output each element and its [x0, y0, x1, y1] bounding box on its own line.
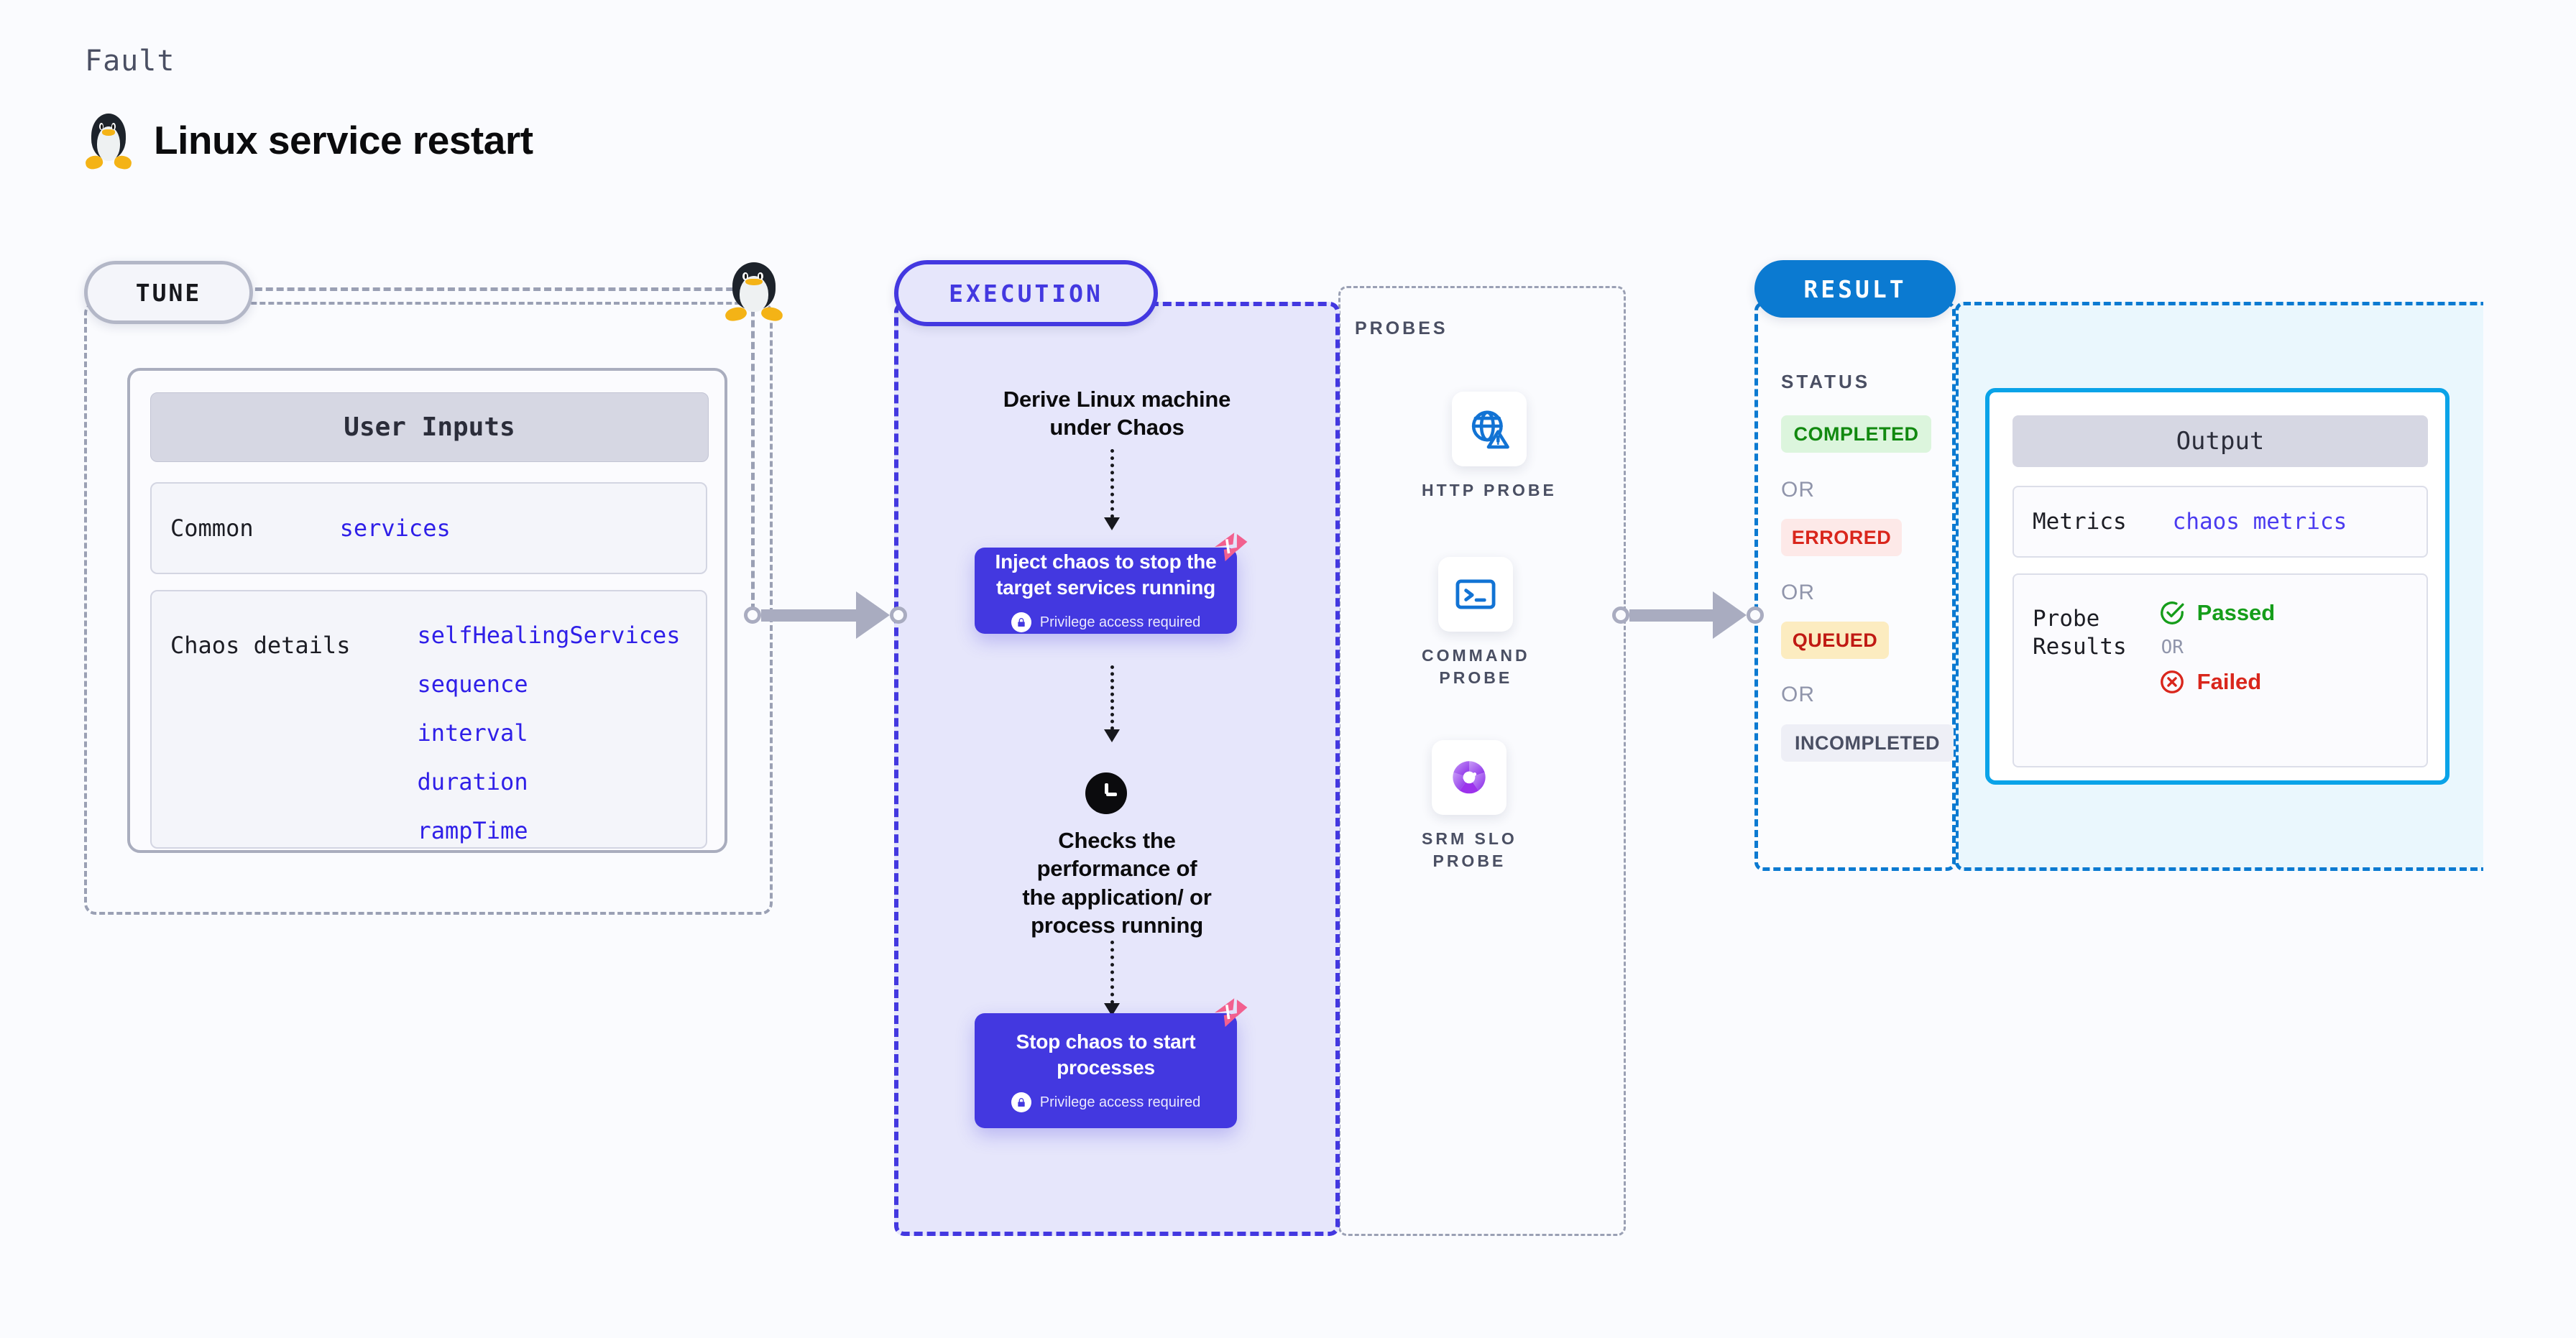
linux-penguin-marker-icon — [724, 260, 784, 323]
execution-card-inject-chaos[interactable]: Inject chaos to stop the target services… — [975, 532, 1248, 634]
probe-label: SRM SLO PROBE — [1422, 829, 1517, 871]
harness-logo-icon — [1215, 532, 1248, 562]
result-status-panel — [1754, 302, 1956, 871]
output-metrics-value[interactable]: chaos metrics — [2172, 509, 2347, 535]
tune-dashed-connector — [244, 287, 755, 291]
probe-srm-slo[interactable]: SRM SLO PROBE — [1422, 740, 1517, 872]
derive-line-2: under Chaos — [1049, 415, 1184, 440]
input-row-chaos-details[interactable]: Chaos details selfHealingServices sequen… — [150, 590, 707, 849]
probe-result-values: Passed OR Failed — [2158, 599, 2276, 696]
lock-icon — [1011, 1092, 1031, 1113]
connector-arrowhead — [1713, 591, 1747, 639]
flow-arrow-3 — [1104, 941, 1120, 1016]
connector-end-dot — [1747, 606, 1764, 624]
execution-card-stop-chaos[interactable]: Stop chaos to start processes Privilege … — [975, 998, 1248, 1128]
probe-http[interactable]: HTTP PROBE — [1422, 392, 1557, 502]
output-row-probe-results: Probe Results Passed OR Failed — [2012, 573, 2428, 767]
terminal-icon — [1438, 557, 1514, 632]
x-circle-icon — [2160, 670, 2184, 693]
execution-step-derive: Derive Linux machine under Chaos — [937, 385, 1297, 442]
output-card: Output Metrics chaos metrics Probe Resul… — [1985, 388, 2450, 785]
probe-result-passed: Passed — [2158, 599, 2275, 627]
connector-start-dot — [744, 606, 761, 624]
execution-step-checks: Checks the performance of the applicatio… — [1022, 828, 1212, 938]
param-ramptime[interactable]: rampTime — [417, 817, 528, 844]
privilege-text: Privilege access required — [1039, 1094, 1201, 1110]
param-selfhealingservices[interactable]: selfHealingServices — [417, 622, 681, 649]
connector-tune-to-execution — [744, 591, 907, 639]
fault-kicker-label: Fault — [85, 45, 175, 78]
probe-result-failed: Failed — [2158, 668, 2276, 696]
user-inputs-title: User Inputs — [150, 392, 709, 462]
linux-penguin-icon — [84, 111, 133, 171]
harness-logo-icon — [1215, 998, 1248, 1028]
globe-warning-icon — [1451, 392, 1527, 466]
execution-stage-badge[interactable]: EXECUTION — [894, 260, 1158, 326]
check-circle-icon — [2160, 601, 2184, 624]
flow-arrow-2 — [1104, 665, 1120, 742]
connector-arrowhead — [856, 591, 890, 639]
output-title: Output — [2012, 415, 2428, 467]
param-services[interactable]: services — [339, 515, 451, 542]
privilege-note: Privilege access required — [1011, 1092, 1201, 1113]
user-inputs-card: User Inputs Common services Chaos detail… — [127, 368, 727, 853]
output-row-key: Probe Results — [2033, 606, 2127, 660]
param-interval[interactable]: interval — [417, 719, 528, 747]
connector-shaft — [761, 609, 857, 622]
status-badge-completed: COMPLETED — [1781, 415, 1931, 453]
result-stage-badge[interactable]: RESULT — [1754, 260, 1956, 318]
connector-start-dot — [1612, 606, 1629, 624]
lock-icon — [1011, 612, 1031, 633]
card-title: Inject chaos to stop the target services… — [995, 550, 1217, 599]
input-row-values: services — [340, 515, 451, 542]
connector-shaft — [1629, 609, 1714, 622]
input-row-values: selfHealingServices sequence interval du… — [417, 622, 680, 866]
status-or-separator: OR — [1781, 581, 1815, 604]
output-row-key: Metrics — [2033, 508, 2127, 535]
probe-label: COMMAND PROBE — [1422, 646, 1530, 688]
input-row-common[interactable]: Common services — [150, 482, 707, 574]
status-badge-queued: QUEUED — [1781, 622, 1889, 659]
output-row-metrics[interactable]: Metrics chaos metrics — [2012, 486, 2428, 558]
page-title-row: Linux service restart — [84, 111, 533, 171]
flow-arrow-1 — [1104, 449, 1120, 530]
derive-line-1: Derive Linux machine — [1003, 387, 1231, 412]
probe-command[interactable]: COMMAND PROBE — [1422, 557, 1530, 689]
status-badge-errored: ERRORED — [1781, 519, 1902, 556]
page-title: Linux service restart — [154, 118, 533, 162]
tune-stage-badge[interactable]: TUNE — [84, 261, 253, 324]
clock-icon — [1085, 772, 1127, 814]
privilege-note: Privilege access required — [1011, 612, 1201, 633]
connector-end-dot — [890, 606, 907, 624]
card-title: Stop chaos to start processes — [1016, 1030, 1196, 1079]
probes-section-label: PROBES — [1355, 318, 1448, 338]
status-badge-incompleted: INCOMPLETED — [1781, 724, 1954, 762]
probe-result-or-separator: OR — [2161, 637, 2184, 658]
status-or-separator: OR — [1781, 683, 1815, 706]
status-section-label: STATUS — [1781, 371, 1871, 392]
status-or-separator: OR — [1781, 478, 1815, 502]
privilege-text: Privilege access required — [1039, 614, 1201, 630]
param-duration[interactable]: duration — [417, 768, 528, 795]
slo-gauge-check-icon — [1432, 740, 1507, 815]
probe-label: HTTP PROBE — [1422, 481, 1557, 499]
input-row-key: Common — [170, 515, 254, 542]
param-sequence[interactable]: sequence — [417, 670, 528, 698]
tune-panel — [84, 302, 773, 915]
connector-execution-to-result — [1612, 591, 1764, 639]
input-row-key: Chaos details — [170, 632, 351, 659]
tune-vertical-dashed-line — [751, 287, 755, 611]
